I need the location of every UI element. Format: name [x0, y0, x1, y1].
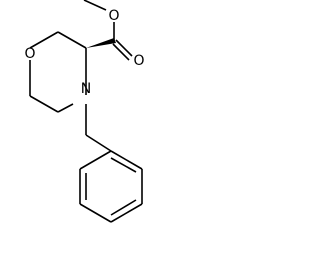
bond-ring-c5-c6: [29, 95, 59, 113]
structure-diagram: O N O O: [24, 0, 145, 223]
bond-ring-o-c2: [29, 31, 59, 49]
bond-ph-inner-1: [110, 157, 137, 173]
bond-ring-c2-c3: [57, 31, 87, 49]
bond-ph-4: [79, 203, 112, 223]
bond-ph-1: [110, 150, 143, 170]
bond-ester-o-methyl: [83, 0, 107, 11]
bond-c-carbonyl-o-double-2: [112, 43, 130, 61]
ester-oxygen-label: O: [108, 8, 119, 24]
bond-c-carbonyl-o-double: [115, 39, 133, 57]
carbonyl-oxygen-label: O: [133, 53, 144, 69]
bond-ch2-phenyl: [85, 134, 112, 152]
bond-ph-6: [79, 150, 112, 170]
bond-ph-inner-2: [110, 199, 137, 216]
bond-ph-3: [110, 203, 143, 223]
bond-ring-n-c5: [57, 103, 74, 113]
ring-nitrogen-label: N: [81, 81, 91, 97]
stereo-wedge-bond: [86, 38, 116, 48]
ring-oxygen-label: O: [24, 46, 35, 62]
